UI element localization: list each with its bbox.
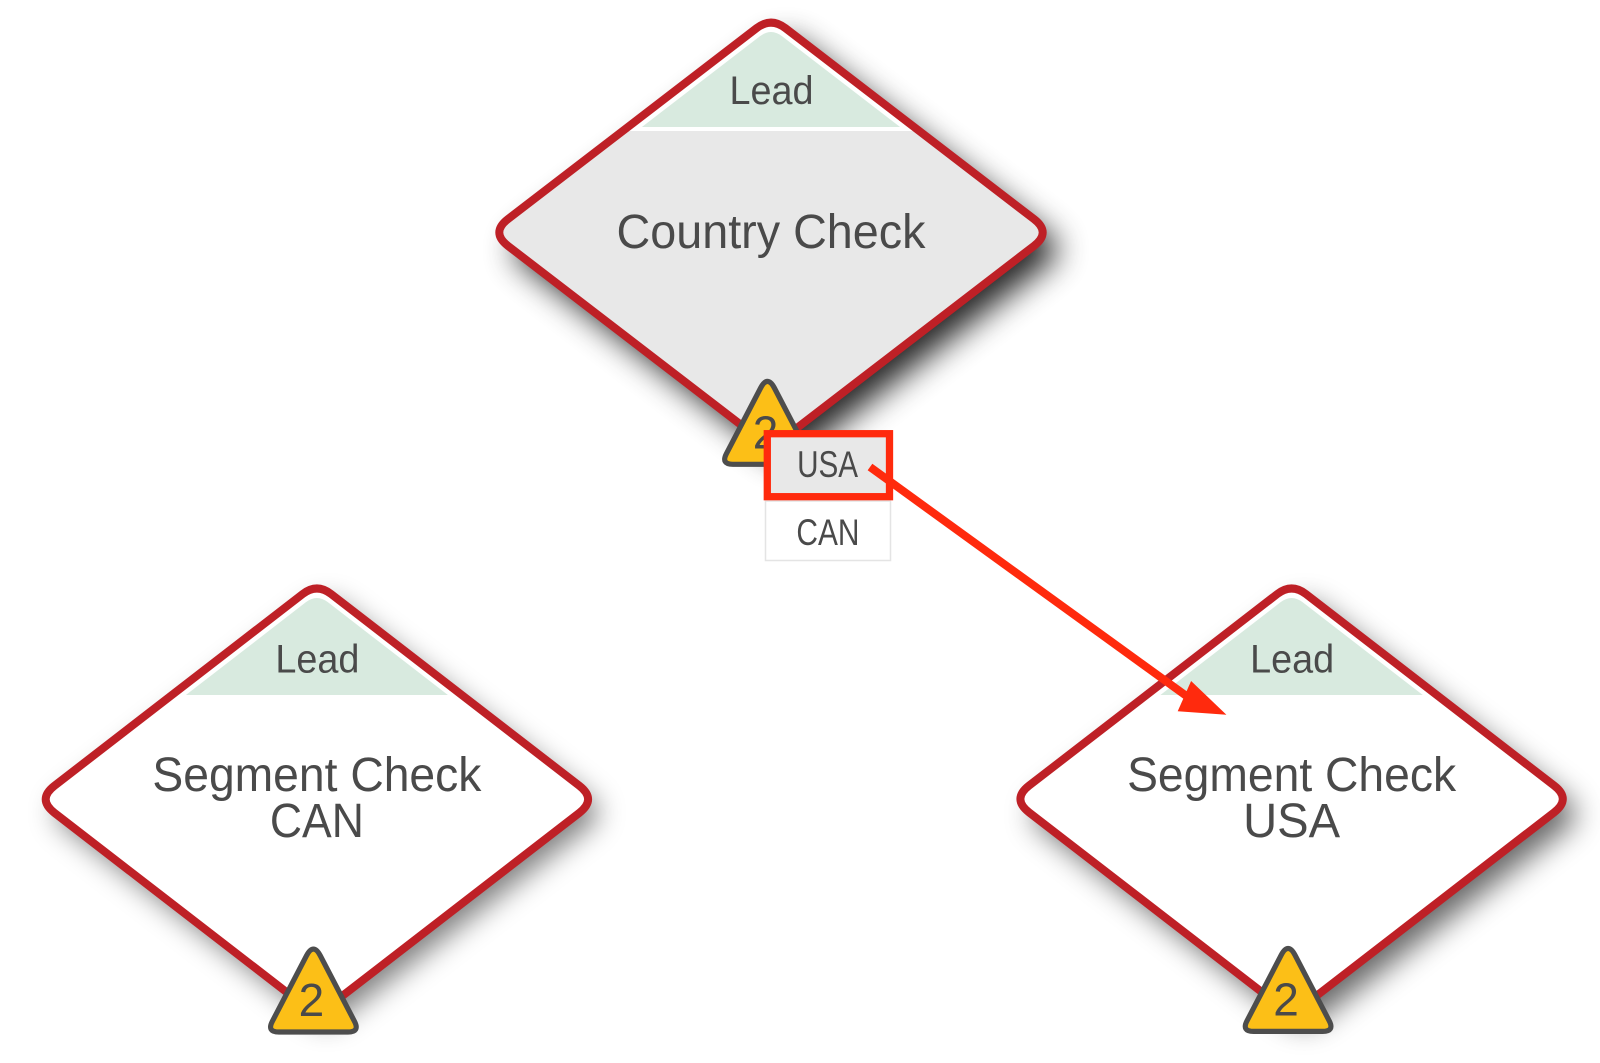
svg-text:Segment Check: Segment Check xyxy=(1127,749,1457,802)
svg-text:USA: USA xyxy=(1243,795,1340,848)
svg-text:2: 2 xyxy=(1273,974,1299,1026)
svg-text:CAN: CAN xyxy=(270,795,364,848)
svg-text:2: 2 xyxy=(299,974,325,1026)
svg-text:Segment Check: Segment Check xyxy=(152,749,482,802)
svg-text:Lead: Lead xyxy=(275,638,359,682)
svg-text:Country Check: Country Check xyxy=(617,206,927,259)
svg-text:Lead: Lead xyxy=(730,69,814,113)
svg-text:Lead: Lead xyxy=(1250,638,1334,682)
svg-text:CAN: CAN xyxy=(796,512,859,553)
svg-text:USA: USA xyxy=(797,444,858,485)
